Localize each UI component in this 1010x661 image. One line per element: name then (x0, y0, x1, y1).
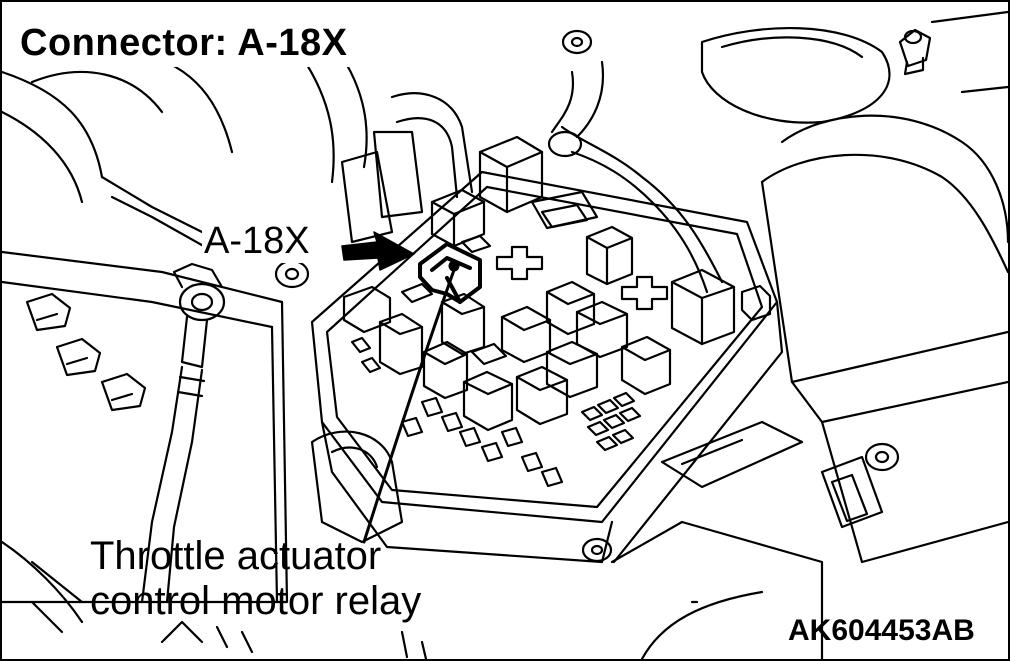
ground-stud (274, 259, 310, 289)
part-label-line2: control motor relay (90, 579, 422, 623)
lower-panel (2, 430, 824, 659)
figure-id: AK604453AB (788, 614, 975, 647)
part-label-line1: Throttle actuator (90, 534, 382, 578)
battery (2, 250, 289, 604)
wire-harness (340, 60, 724, 294)
connector-callout-label: A-18X (202, 220, 316, 263)
right-side-components (561, 10, 1008, 564)
leader-line (362, 268, 456, 544)
connector-title: Connector: A-18X (18, 22, 352, 67)
a18x-connector-highlight (418, 242, 482, 304)
callout-arrow (341, 231, 415, 271)
relay-box (310, 170, 784, 564)
relay-array (342, 135, 772, 488)
battery-cable (140, 262, 226, 604)
